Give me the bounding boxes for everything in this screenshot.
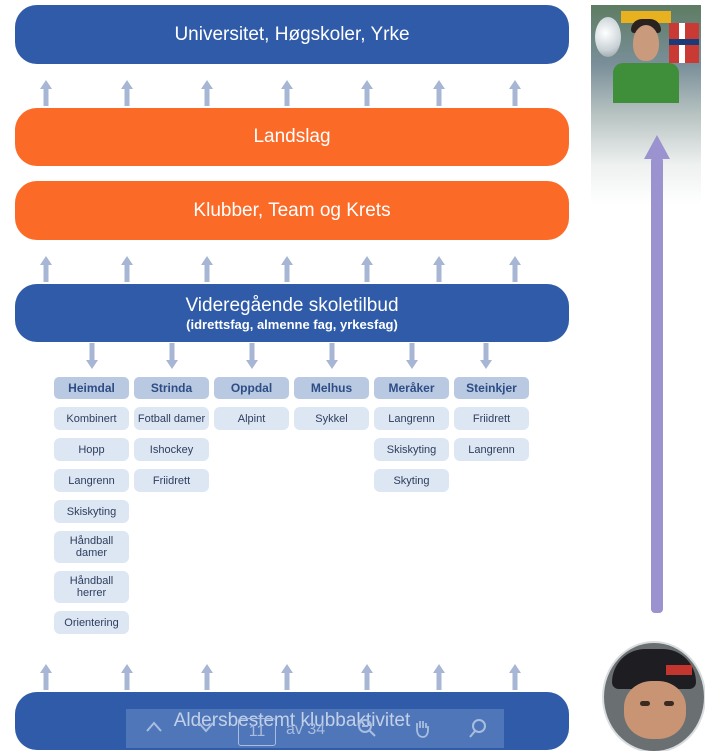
school-name: Steinkjer [454,377,529,399]
arrow-up-icon [509,256,521,282]
arrow-down-icon [406,343,418,369]
arrow-down-icon [480,343,492,369]
page-count-label: av 34 [286,721,326,738]
program-chip: Alpint [214,407,289,430]
school-name: Melhus [294,377,369,399]
upper-secondary-subtitle: (idrettsfag, almenne fag, yrkesfag) [186,316,398,332]
national-team-bar: Landslag [15,108,569,166]
arrow-up-icon [281,80,293,106]
arrow-up-icon [201,80,213,106]
universities-label: Universitet, Høgskoler, Yrke [174,23,410,45]
arrow-down-icon [86,343,98,369]
program-chip: Langrenn [374,407,449,430]
program-chip: Håndball herrer [54,571,129,603]
program-chip: Langrenn [454,438,529,461]
banner-shape [621,11,671,23]
arrow-up-icon [281,664,293,690]
hat-stripe-shape [666,665,692,675]
arrow-down-icon [326,343,338,369]
clubs-bar: Klubber, Team og Krets [15,181,569,240]
program-chip: Orientering [54,611,129,634]
upper-secondary-bar: Videregående skoletilbud (idrettsfag, al… [15,284,569,342]
arrow-up-icon [433,80,445,106]
age-based-label: Aldersbestemt klubbaktivitet [173,710,411,731]
growth-arrow-icon [644,135,670,613]
jacket-shape [613,63,679,103]
face-shape [633,25,659,61]
program-chip: Kombinert [54,407,129,430]
program-chip: Friidrett [134,469,209,492]
program-chip: Ishockey [134,438,209,461]
arrow-up-icon [40,80,52,106]
hand-icon[interactable] [411,717,433,746]
search-icon[interactable] [468,717,490,746]
national-team-label: Landslag [253,126,331,147]
athlete-photo-bottom [604,643,704,751]
program-chip: Håndball damer [54,531,129,563]
arrow-up-icon [121,80,133,106]
arrow-up-icon [509,80,521,106]
program-chip: Fotball damer [134,407,209,430]
school-name: Strinda [134,377,209,399]
school-name: Meråker [374,377,449,399]
upper-secondary-title: Videregående skoletilbud [185,294,399,316]
page-number-input[interactable]: 11 [238,718,276,746]
arrow-up-icon [201,664,213,690]
program-chip: Skiskyting [54,500,129,523]
arrow-down-icon [246,343,258,369]
arrow-down-icon [166,343,178,369]
norway-flag-icon [669,23,699,63]
arrow-up-icon [281,256,293,282]
arrow-up-icon [361,664,373,690]
athlete-photo-top [591,5,701,205]
arrow-up-icon [509,664,521,690]
eye-shape [664,701,674,706]
arrow-up-icon [433,256,445,282]
universities-bar: Universitet, Høgskoler, Yrke [15,5,569,64]
program-chip: Sykkel [294,407,369,430]
school-name: Heimdal [54,377,129,399]
clubs-label: Klubber, Team og Krets [193,199,391,221]
arrow-up-icon [121,256,133,282]
arrow-up-icon [40,256,52,282]
program-chip: Skyting [374,469,449,492]
eye-shape [640,701,650,706]
arrow-up-icon [361,80,373,106]
arrow-up-icon [40,664,52,690]
arrow-up-icon [201,256,213,282]
school-name: Oppdal [214,377,289,399]
face-shape [624,681,686,739]
arrow-up-icon [361,256,373,282]
arrow-up-icon [121,664,133,690]
program-chip: Hopp [54,438,129,461]
trophy-shape [595,17,621,57]
chevron-down-icon[interactable] [196,717,216,744]
pdf-toolbar: 11 av 34 [126,709,504,748]
chevron-up-icon[interactable] [144,717,164,744]
zoom-out-icon[interactable] [356,717,378,746]
arrow-up-icon [433,664,445,690]
program-chip: Friidrett [454,407,529,430]
program-chip: Langrenn [54,469,129,492]
program-chip: Skiskyting [374,438,449,461]
